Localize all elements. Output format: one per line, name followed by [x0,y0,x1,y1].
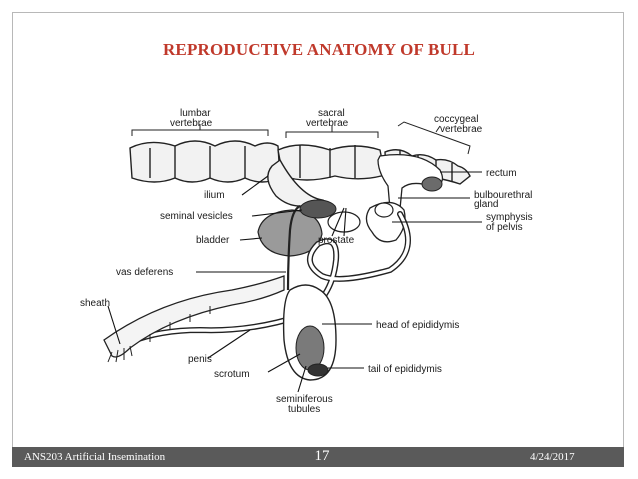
label-rectum: rectum [486,168,517,179]
anus-shape [421,176,443,192]
sheath-shape [103,275,285,358]
label-sheath: sheath [80,298,110,309]
vas-deferens-shape [286,205,301,291]
sheath-hair [107,306,211,363]
footer-page-number: 17 [314,448,330,464]
label-sacral: sacral [318,108,345,119]
slide-title: REPRODUCTIVE ANATOMY OF BULL [162,40,476,59]
label-symphysis-2: of pelvis [486,222,523,233]
label-vas-deferens: vas deferens [116,267,173,278]
slide-footer [12,447,624,467]
label-bladder: bladder [196,235,230,246]
tail-epididymis-shape [307,363,329,377]
vertebrae-braces [131,121,471,155]
bulbourethral-shape [374,202,394,218]
label-seminiferous-2: tubules [288,404,320,415]
label-ilium: ilium [204,190,225,201]
footer-course: ANS203 Artificial Insemination [24,451,166,463]
label-coccygeal-2: vertebrae [440,124,483,135]
label-penis: penis [188,354,212,365]
label-seminal-vesicles: seminal vesicles [160,211,233,222]
label-lumbar: lumbar [180,108,211,119]
label-sacral-2: vertebrae [306,118,349,129]
label-scrotum: scrotum [214,369,250,380]
label-head-of-epididymis: head of epididymis [376,320,459,331]
label-bulbourethral: bulbourethral [474,190,532,201]
testis-shape [295,325,325,371]
label-seminiferous: seminiferous [276,394,333,405]
label-bulbourethral-2: gland [474,199,498,210]
pointer-lines [107,171,482,393]
label-coccygeal: coccygeal [434,114,478,125]
footer-date: 4/24/2017 [530,451,575,463]
label-tail-of-epididymis: tail of epididymis [368,364,442,375]
label-lumbar-2: vertebrae [170,118,213,129]
label-symphysis: symphysis [486,212,533,223]
seminal-vesicles-shape [299,199,337,219]
label-prostate: prostate [318,235,355,246]
